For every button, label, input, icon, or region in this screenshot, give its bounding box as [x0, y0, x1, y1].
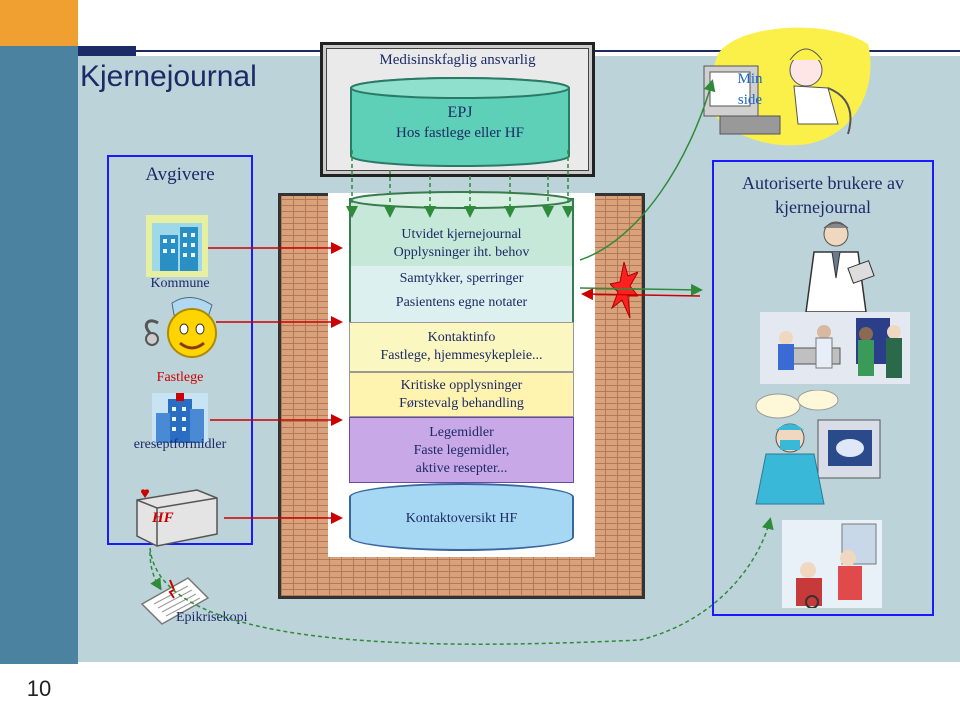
doctor-icon: [805, 221, 875, 313]
nurse-patient-icon: [782, 520, 882, 608]
layer-consents-line2: Pasientens egne notater: [395, 295, 528, 310]
authorized-users-heading-line1: Autoriserte brukere av: [742, 173, 904, 193]
layer-contact-line1: Kontaktinfo: [427, 330, 496, 345]
epj-title: EPJ: [447, 104, 473, 121]
alert-starburst-icon: [610, 262, 638, 318]
providers-box: [107, 155, 253, 545]
sidebar: [0, 0, 78, 716]
layer-contact-line2: Fastlege, hjemmesykepleie...: [380, 348, 543, 363]
layer-critical-line2: Førstevalg behandling: [399, 396, 524, 411]
pharmacy-building-icon: [152, 393, 208, 443]
fastlege-label: Fastlege: [156, 370, 204, 385]
providers-heading: Avgivere: [145, 164, 215, 185]
municipality-building-icon: [146, 215, 208, 277]
layer-critical-line1: Kritiske opplysninger: [400, 378, 523, 393]
layer-medications-line1: Legemidler: [429, 425, 494, 440]
layer-extended-journal: Utvidet kjernejournal Opplysninger iht. …: [349, 198, 574, 266]
layer-medications: Legemidler Faste legemidler, aktive rese…: [349, 417, 574, 483]
layer-medications-line2: Faste legemidler,: [413, 443, 510, 458]
layer-hf-contacts-label: Kontaktoversikt HF: [405, 511, 518, 526]
layer-hf-contacts: Kontaktoversikt HF: [349, 483, 574, 551]
epj-cylinder: [350, 77, 570, 167]
surgeon-icon: [755, 390, 881, 505]
epikrisekopi-label: Epikrisekopi: [176, 610, 248, 625]
layer-critical-info: Kritiske opplysninger Førstevalg behandl…: [349, 372, 574, 417]
authorized-users-box: [712, 160, 934, 616]
title-accent-bar: [78, 46, 136, 56]
sidebar-accent: [0, 0, 78, 46]
epj-header: Medisinskfaglig ansvarlig: [379, 52, 536, 68]
hospital-icon: [136, 489, 218, 547]
layer-contact-info: Kontaktinfo Fastlege, hjemmesykepleie...: [349, 322, 574, 372]
layer-top-ellipse: [350, 191, 572, 209]
epj-subtitle: Hos fastlege eller HF: [396, 125, 524, 141]
doctor-smiley-icon: [144, 297, 217, 358]
min-side-line1: Min: [737, 71, 763, 87]
layer-extended-title: Utvidet kjernejournal: [401, 227, 522, 242]
page-number-box: [0, 662, 78, 716]
page-number: 10: [26, 676, 52, 701]
layer-consents-line1: Samtykker, sperringer: [399, 271, 524, 286]
person-at-computer-icon: [703, 27, 871, 146]
layer-consents: Samtykker, sperringer Pasientens egne no…: [349, 266, 574, 322]
slide-title: Kjernejournal: [80, 60, 257, 93]
layer-extended-subtitle: Opplysninger iht. behov: [393, 245, 530, 260]
min-side-line2: side: [737, 92, 763, 108]
ereseptformidler-label: ereseptformidler: [133, 437, 227, 452]
document-icon: [140, 577, 210, 625]
layer-medications-line3: aktive resepter...: [415, 461, 508, 476]
hf-label: HF: [152, 510, 174, 526]
medical-team-icon: [760, 312, 910, 384]
authorized-users-heading-line2: kjernejournal: [775, 197, 871, 217]
kommune-label: Kommune: [150, 276, 210, 291]
